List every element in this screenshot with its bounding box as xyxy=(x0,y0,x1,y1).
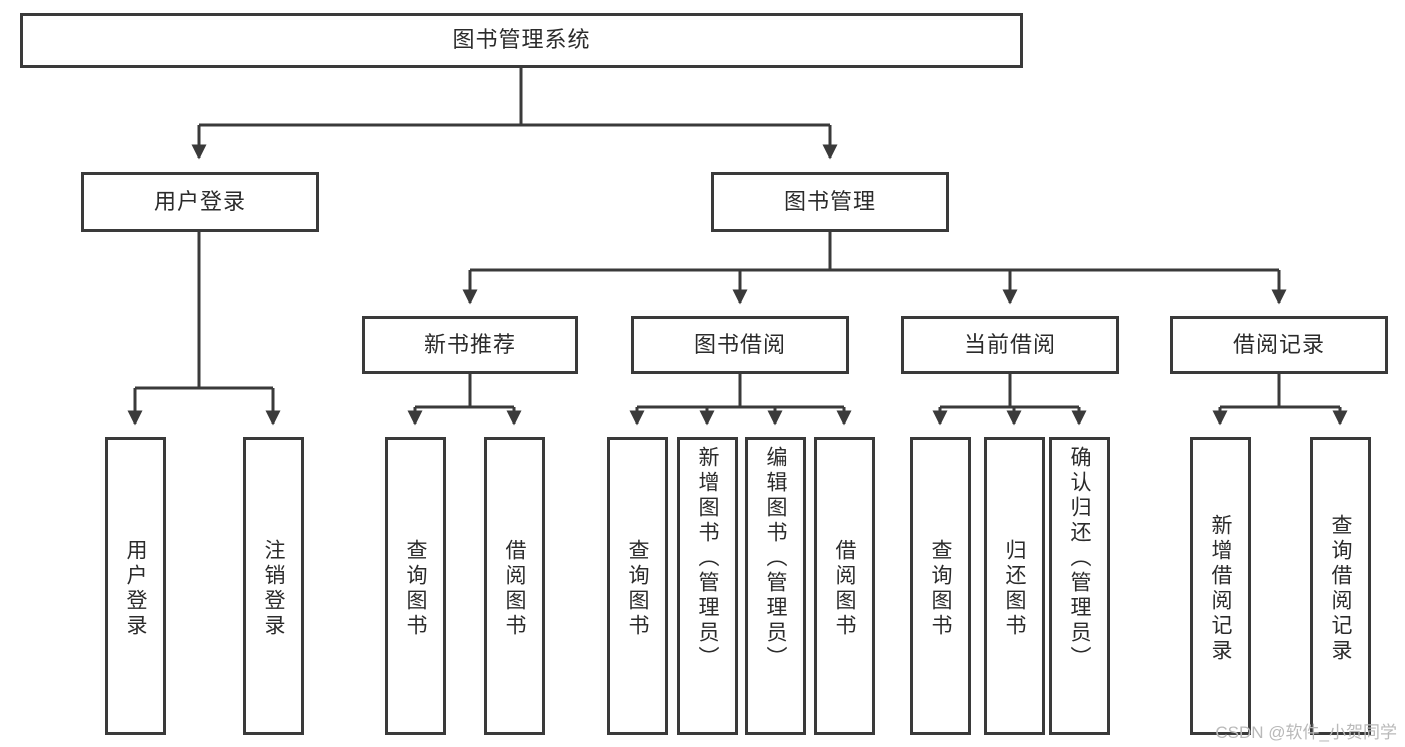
node-label-leaf-query-book-rec: 查询图书 xyxy=(404,539,427,639)
node-label-leaf-borrow-book-rec: 借阅图书 xyxy=(503,539,526,639)
node-label-leaf-query-record: 查询借阅记录 xyxy=(1329,514,1352,664)
node-user-login[interactable]: 用户登录 xyxy=(81,172,319,232)
node-label-book-manage: 图书管理 xyxy=(783,188,876,214)
node-leaf-user-login[interactable]: 用户登录 xyxy=(105,437,166,735)
node-root-system[interactable]: 图书管理系统 xyxy=(20,13,1023,68)
node-label-leaf-confirm-return: 确认归还（管理员） xyxy=(1068,446,1091,671)
node-borrow-record[interactable]: 借阅记录 xyxy=(1170,316,1388,374)
node-leaf-confirm-return[interactable]: 确认归还（管理员） xyxy=(1049,437,1110,735)
node-label-leaf-query-book-borrow: 查询图书 xyxy=(626,539,649,639)
node-new-book-rec[interactable]: 新书推荐 xyxy=(362,316,578,374)
node-label-current-borrow: 当前借阅 xyxy=(963,331,1056,357)
node-label-leaf-add-record: 新增借阅记录 xyxy=(1209,514,1232,664)
node-leaf-query-book-borrow[interactable]: 查询图书 xyxy=(607,437,668,735)
node-current-borrow[interactable]: 当前借阅 xyxy=(901,316,1119,374)
node-leaf-query-record[interactable]: 查询借阅记录 xyxy=(1310,437,1371,735)
node-leaf-borrow-book-rec[interactable]: 借阅图书 xyxy=(484,437,545,735)
node-label-leaf-user-login: 用户登录 xyxy=(124,539,147,639)
node-leaf-query-book-rec[interactable]: 查询图书 xyxy=(385,437,446,735)
node-label-borrow-record: 借阅记录 xyxy=(1232,331,1325,357)
node-label-leaf-query-book-cur: 查询图书 xyxy=(929,539,952,639)
watermark-text: CSDN @软件_小贺同学 xyxy=(1215,723,1397,742)
node-label-user-login: 用户登录 xyxy=(153,188,246,214)
node-leaf-add-record[interactable]: 新增借阅记录 xyxy=(1190,437,1251,735)
node-leaf-add-book[interactable]: 新增图书（管理员） xyxy=(677,437,738,735)
node-label-leaf-add-book: 新增图书（管理员） xyxy=(696,446,719,671)
node-leaf-edit-book[interactable]: 编辑图书（管理员） xyxy=(745,437,806,735)
node-label-book-borrow: 图书借阅 xyxy=(693,331,786,357)
node-label-new-book-rec: 新书推荐 xyxy=(423,331,516,357)
node-leaf-borrow-book[interactable]: 借阅图书 xyxy=(814,437,875,735)
node-label-leaf-edit-book: 编辑图书（管理员） xyxy=(764,446,787,671)
node-label-leaf-borrow-book: 借阅图书 xyxy=(833,539,856,639)
node-label-leaf-return-book: 归还图书 xyxy=(1003,539,1026,639)
node-leaf-logout[interactable]: 注销登录 xyxy=(243,437,304,735)
node-leaf-return-book[interactable]: 归还图书 xyxy=(984,437,1045,735)
node-book-manage[interactable]: 图书管理 xyxy=(711,172,949,232)
node-label-root-system: 图书管理系统 xyxy=(452,27,591,53)
node-label-leaf-logout: 注销登录 xyxy=(262,539,285,639)
node-leaf-query-book-cur[interactable]: 查询图书 xyxy=(910,437,971,735)
node-book-borrow[interactable]: 图书借阅 xyxy=(631,316,849,374)
